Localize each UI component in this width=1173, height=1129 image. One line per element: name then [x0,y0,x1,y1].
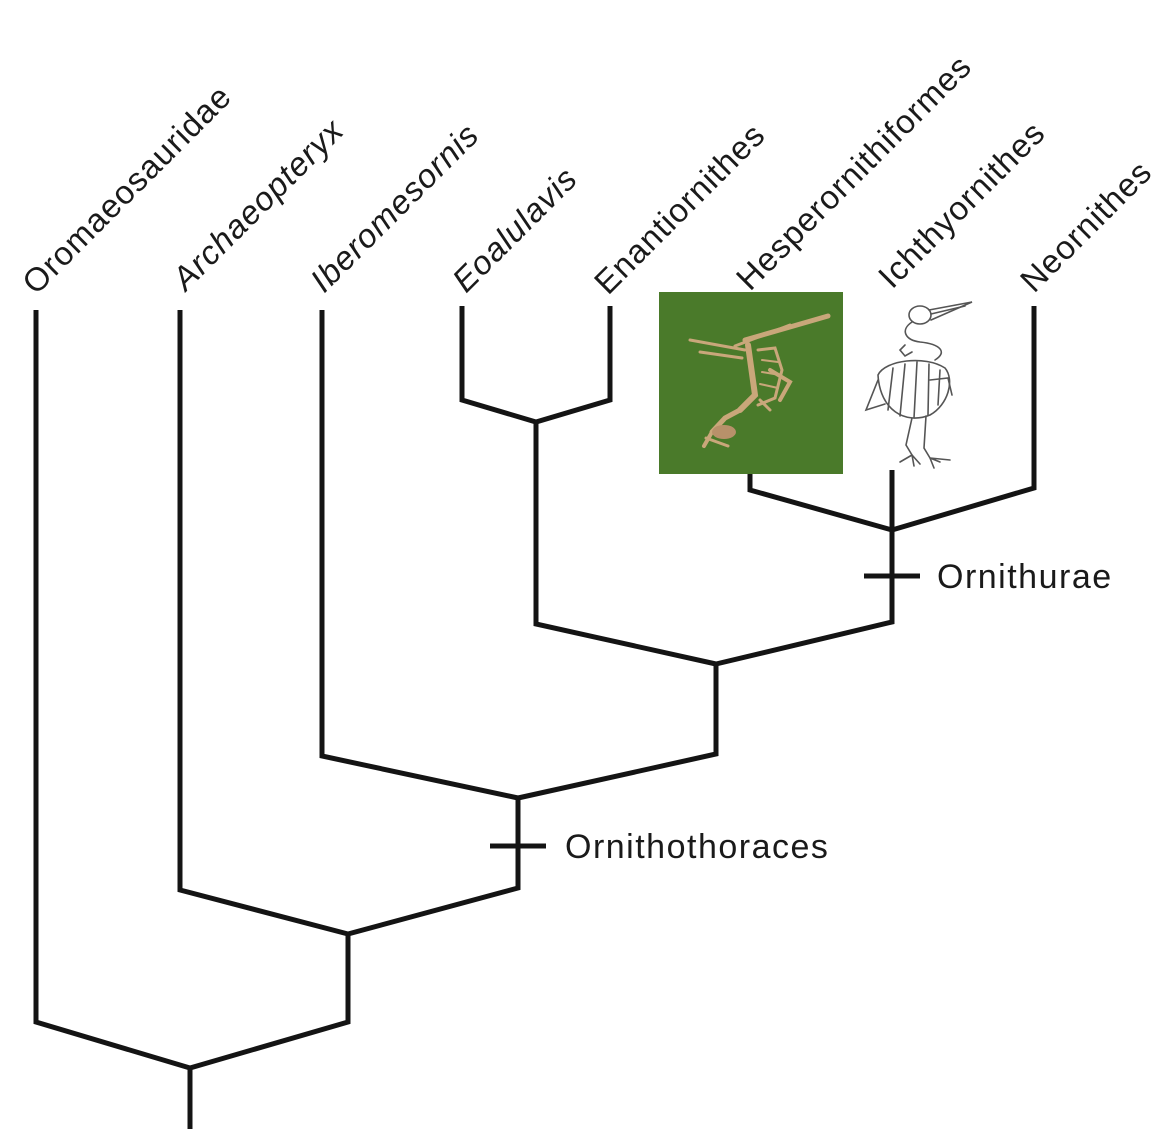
branch-oromaeosauridae [36,310,190,1068]
clade-label-ornithothoraces: Ornithothoraces [565,828,829,866]
branch-ornithothoraces-crown [518,664,716,798]
taxon-label-eoalulavis: Eoalulavis [445,159,585,299]
fossil-photo [659,292,843,474]
taxon-label-hesperornithiformes: Hesperornithiformes [729,47,979,297]
skeleton-sketch [860,294,974,470]
branch-iberomesornis [322,310,518,798]
branch-eoalulavis-enantiornithes [462,306,610,422]
taxon-label-neornithes: Neornithes [1013,153,1159,299]
branch-ornithurae-stem [716,530,892,664]
branch-avialae-stem [190,934,348,1068]
clade-label-ornithurae: Ornithurae [937,558,1113,596]
branch-hesperornithiformes [750,470,892,530]
branch-ornithothoraces-stem [348,798,518,934]
